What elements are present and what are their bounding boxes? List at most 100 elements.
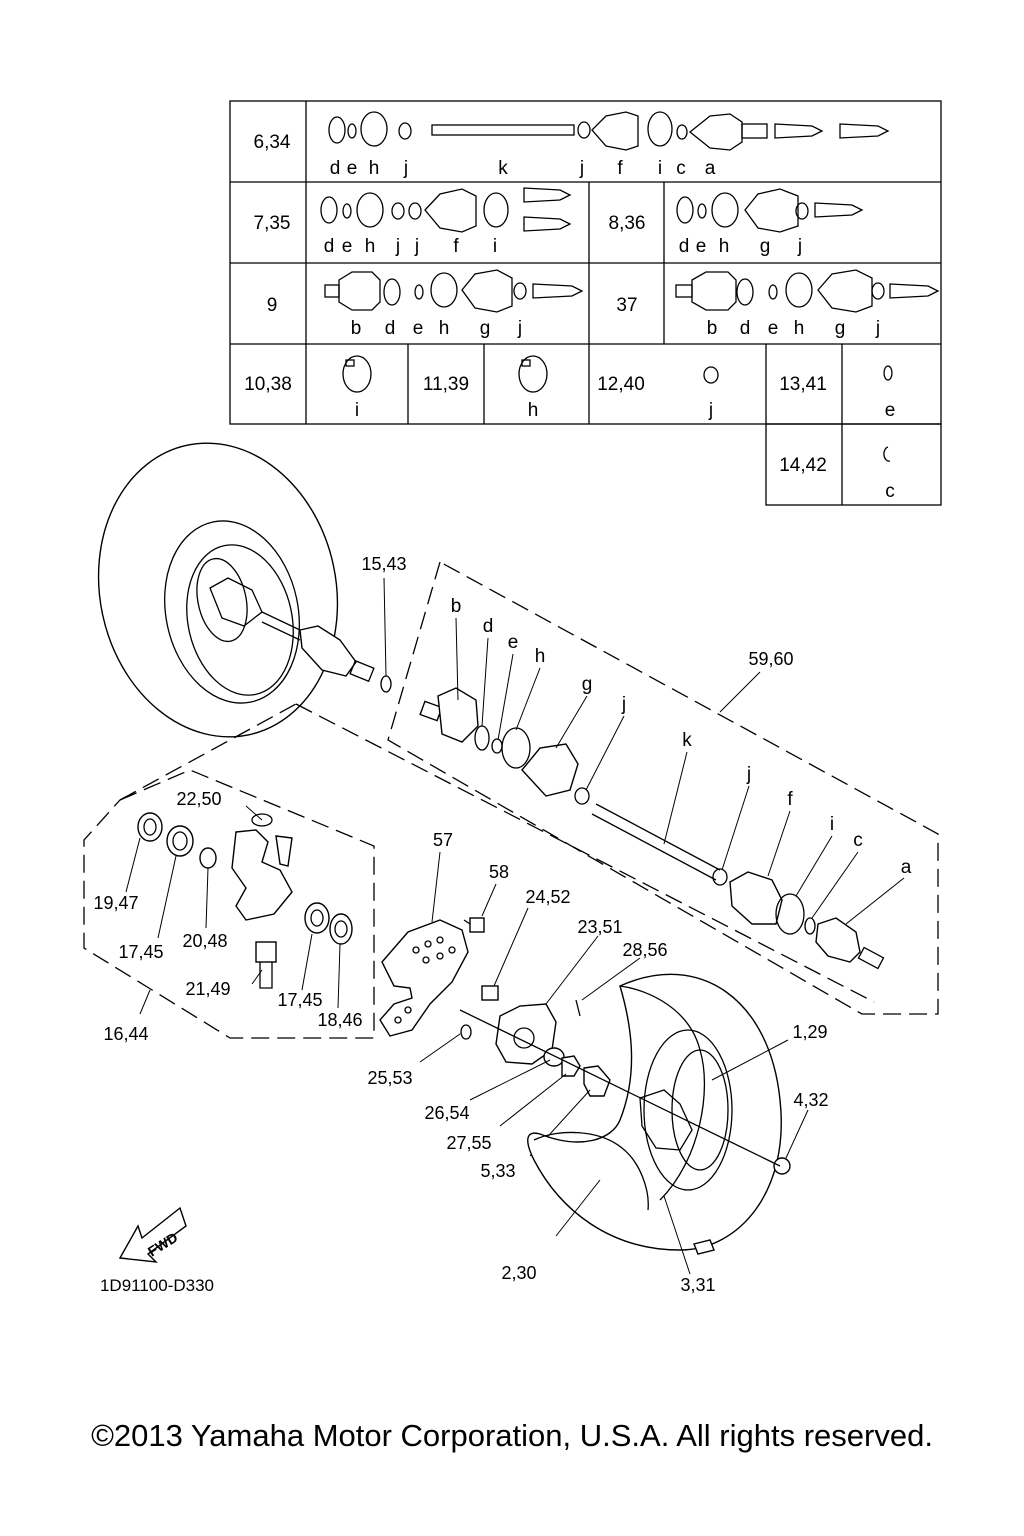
svg-text:h: h — [794, 318, 805, 339]
svg-text:d: d — [330, 158, 341, 179]
table-row2b-parts — [676, 188, 864, 233]
svg-text:b: b — [707, 318, 718, 339]
callout-17-45-left: 17,45 — [118, 942, 163, 962]
svg-text:d: d — [483, 616, 494, 637]
table-row3-parts — [324, 269, 584, 313]
svg-text:b: b — [451, 596, 462, 617]
callout-17-45-right: 17,45 — [277, 990, 322, 1010]
callout-5-33: 5,33 — [480, 1161, 515, 1181]
callout-1-29: 1,29 — [792, 1022, 827, 1042]
table-ref-13-41: 13,41 — [779, 374, 827, 395]
svg-text:a: a — [901, 857, 912, 878]
svg-text:k: k — [682, 730, 692, 751]
svg-text:h: h — [369, 158, 380, 179]
callout-25-53: 25,53 — [367, 1068, 412, 1088]
table-letter-e: e — [885, 400, 896, 421]
svg-text:j: j — [746, 764, 751, 785]
table-letter-i: i — [355, 400, 359, 421]
svg-text:j: j — [621, 694, 626, 715]
svg-text:a: a — [705, 158, 716, 179]
svg-text:j: j — [414, 236, 419, 257]
table-row3b-letters: b d e h g j — [707, 318, 880, 339]
table-row2-parts — [320, 187, 572, 233]
callout-3-31: 3,31 — [680, 1275, 715, 1295]
svg-text:f: f — [617, 158, 623, 179]
callout-28-56: 28,56 — [622, 940, 667, 960]
table-row3b-parts — [675, 269, 940, 313]
table-ref-6-34: 6,34 — [254, 132, 291, 153]
table-letter-h: h — [528, 400, 539, 421]
svg-text:e: e — [508, 632, 519, 653]
svg-text:i: i — [658, 158, 662, 179]
svg-text:i: i — [830, 814, 834, 835]
callout-21-49: 21,49 — [185, 979, 230, 999]
callout-57: 57 — [433, 830, 453, 850]
table-row2-letters: d e h j j f i — [324, 236, 497, 257]
svg-text:d: d — [385, 318, 396, 339]
table-ref-14-42: 14,42 — [779, 455, 827, 476]
assembly-outline-59-60 — [387, 561, 939, 1015]
svg-text:c: c — [676, 158, 686, 179]
svg-text:h: h — [439, 318, 450, 339]
callout-26-54: 26,54 — [424, 1103, 469, 1123]
document-code: 1D91100-D330 — [100, 1276, 214, 1295]
callout-18-46: 18,46 — [317, 1010, 362, 1030]
callout-16-44: 16,44 — [103, 1024, 148, 1044]
svg-text:e: e — [768, 318, 779, 339]
table-ref-9: 9 — [267, 295, 278, 316]
table-ref-8-36: 8,36 — [609, 213, 646, 234]
top-wheel-illustration — [97, 442, 392, 738]
parts-table-grid — [229, 100, 942, 506]
callout-59-60: 59,60 — [748, 649, 793, 669]
table-letter-j: j — [708, 400, 713, 421]
svg-text:j: j — [875, 318, 880, 339]
front-wheel-illustration — [527, 973, 809, 1275]
svg-text:e: e — [347, 158, 358, 179]
table-ref-7-35: 7,35 — [254, 213, 291, 234]
callout-58: 58 — [489, 862, 509, 882]
callout-4-32: 4,32 — [793, 1090, 828, 1110]
knuckle-parts — [137, 812, 353, 989]
svg-text:c: c — [853, 830, 863, 851]
brake-disc — [379, 851, 469, 1037]
svg-text:h: h — [365, 236, 376, 257]
svg-text:j: j — [517, 318, 522, 339]
callout-20-48: 20,48 — [182, 931, 227, 951]
callout-15-43: 15,43 — [361, 554, 406, 574]
table-ref-37: 37 — [616, 295, 637, 316]
svg-text:d: d — [324, 236, 335, 257]
svg-text:g: g — [480, 318, 491, 339]
svg-text:k: k — [498, 158, 508, 179]
callout-23-51: 23,51 — [577, 917, 622, 937]
svg-text:f: f — [787, 789, 793, 810]
table-ref-10-38: 10,38 — [244, 374, 292, 395]
bolt-58 — [463, 883, 497, 933]
knuckle-leaders — [125, 805, 341, 1015]
svg-text:e: e — [696, 236, 707, 257]
svg-text:i: i — [493, 236, 497, 257]
svg-text:h: h — [535, 646, 546, 667]
knuckle-outline-16-44 — [83, 769, 375, 1039]
svg-text:g: g — [835, 318, 846, 339]
table-letter-c: c — [885, 481, 895, 502]
table-row1-parts — [328, 111, 890, 151]
svg-text:e: e — [342, 236, 353, 257]
table-row2b-letters: d e h g j — [679, 236, 802, 257]
table-row1-letters: d e h j k j f i c a — [330, 158, 716, 179]
assembly-letters: b d e h g j k j f i c a — [451, 596, 912, 878]
svg-text:e: e — [413, 318, 424, 339]
table-row4-parts — [342, 355, 893, 462]
callout-22-50: 22,50 — [176, 789, 221, 809]
svg-text:j: j — [579, 158, 584, 179]
svg-text:j: j — [395, 236, 400, 257]
svg-text:h: h — [719, 236, 730, 257]
svg-text:g: g — [760, 236, 771, 257]
assembly-leader-lines — [455, 617, 905, 925]
svg-text:d: d — [679, 236, 690, 257]
callout-19-47: 19,47 — [93, 893, 138, 913]
axle-assembly-parts — [419, 687, 885, 970]
table-row3-letters: b d e h g j — [351, 318, 522, 339]
callout-27-55: 27,55 — [446, 1133, 491, 1153]
svg-text:j: j — [797, 236, 802, 257]
